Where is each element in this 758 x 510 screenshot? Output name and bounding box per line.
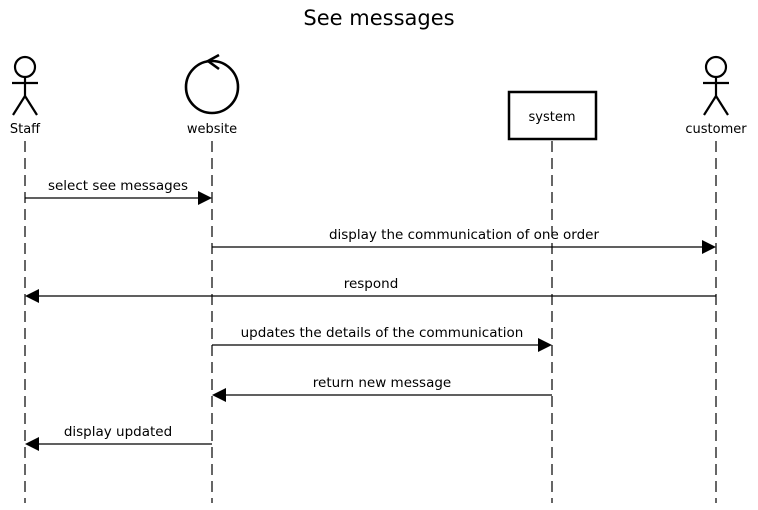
message-label: display updated	[64, 424, 172, 440]
message-updates-details: updates the details of the communication	[212, 325, 552, 352]
message-return-new-message: return new message	[212, 375, 552, 402]
staff-label: Staff	[10, 122, 41, 137]
message-respond: respond	[25, 276, 716, 303]
staff-actor-icon	[12, 55, 38, 116]
customer-label: customer	[685, 122, 747, 137]
message-label: updates the details of the communication	[241, 325, 524, 341]
diagram-title: See messages	[303, 6, 454, 30]
website-control-icon	[184, 53, 240, 115]
message-label: select see messages	[48, 178, 188, 194]
message-label: respond	[344, 276, 399, 292]
message-select-see-messages: select see messages	[25, 178, 212, 205]
website-label: website	[187, 122, 237, 137]
message-display-updated: display updated	[25, 424, 212, 451]
system-box	[507, 90, 598, 141]
message-label: return new message	[313, 375, 451, 391]
customer-actor-icon	[703, 55, 729, 116]
message-label: display the communication of one order	[329, 227, 600, 243]
system-label: system	[529, 110, 576, 125]
message-display-communication: display the communication of one order	[212, 227, 716, 254]
